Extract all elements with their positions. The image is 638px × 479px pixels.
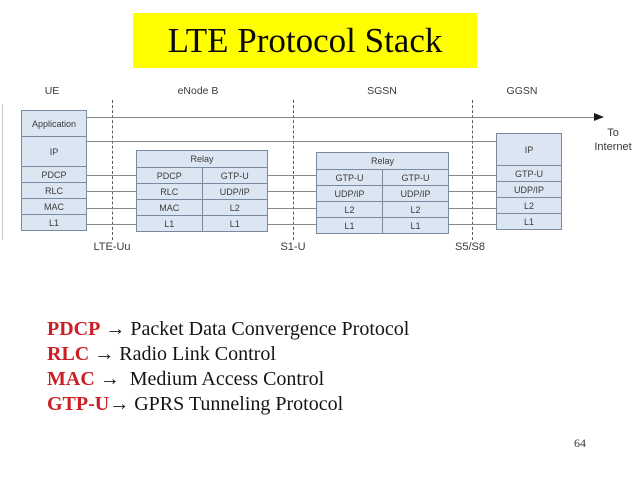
ue-layer-pdcp: PDCP — [22, 166, 86, 182]
dashed-line-s5-s8 — [472, 100, 473, 240]
connector-line — [87, 224, 136, 225]
enodeb-layer-udpip: UDP/IP — [202, 183, 267, 199]
sgsn-layer-udpip-b: UDP/IP — [383, 185, 448, 201]
definition-pdcp: PDCP → Packet Data Convergence Protocol — [47, 317, 409, 342]
sgsn-relay: Relay — [370, 156, 394, 166]
ue-layer-rlc: RLC — [22, 182, 86, 198]
enodeb-relay: Relay — [190, 154, 214, 164]
ggsn-layer-l2: L2 — [497, 197, 561, 213]
ggsn-layer-udpip: UDP/IP — [497, 181, 561, 197]
dashed-line-s1-u — [293, 100, 294, 240]
connector-line — [268, 175, 316, 176]
ue-layer-ip: IP — [22, 136, 86, 166]
enodeb-layer-pdcp: PDCP — [137, 167, 202, 183]
interface-label-s1-u: S1-U — [280, 241, 306, 253]
ue-layer-application: Application — [31, 118, 77, 129]
interface-label-lte-uu: LTE-Uu — [93, 241, 131, 253]
figure-left-edge — [2, 104, 3, 240]
acronym-definitions: PDCP → Packet Data Convergence Protocol … — [47, 317, 409, 417]
arrowhead-icon — [594, 113, 604, 121]
ip-flow-line — [87, 141, 496, 142]
sgsn-layer-gtpu: GTP-U — [317, 169, 382, 185]
node-label-sgsn: SGSN — [367, 85, 397, 97]
to-internet-label: To Internet — [594, 126, 631, 154]
acronym-gtpu: GTP-U — [47, 393, 110, 415]
definition-rlc: RLC → Radio Link Control — [47, 342, 409, 367]
connector-line — [449, 191, 496, 192]
ue-layer-mac: MAC — [22, 198, 86, 214]
connector-line — [449, 208, 496, 209]
connector-line — [449, 175, 496, 176]
to-internet-line1: To — [607, 127, 619, 139]
sgsn-layer-l1-b: L1 — [383, 217, 448, 233]
sgsn-layer-gtpu-b: GTP-U — [383, 169, 448, 185]
ggsn-layer-ip: IP — [524, 144, 534, 155]
connector-line — [87, 175, 136, 176]
definition-gtpu: GTP-U→ GPRS Tunneling Protocol — [47, 392, 409, 417]
enodeb-stack: Relay PDCP RLC MAC L1 GTP-U UDP/IP L2 L1 — [136, 150, 268, 232]
sgsn-stack: Relay GTP-U UDP/IP L2 L1 GTP-U UDP/IP L2… — [316, 152, 449, 234]
connector-line — [268, 224, 316, 225]
page-number: 64 — [574, 436, 586, 450]
enodeb-layer-rlc: RLC — [137, 183, 202, 199]
connector-line — [87, 208, 136, 209]
to-internet-line2: Internet — [594, 141, 632, 153]
acronym-mac: MAC — [47, 368, 95, 390]
interface-label-s5-s8: S5/S8 — [455, 241, 485, 253]
meaning-mac: → Medium Access Control — [94, 368, 325, 390]
ggsn-layer-l1: L1 — [497, 213, 561, 229]
enodeb-layer-l2: L2 — [202, 199, 267, 215]
title-banner: LTE Protocol Stack — [133, 13, 477, 68]
meaning-gtpu: → GPRS Tunneling Protocol — [109, 393, 344, 415]
enodeb-layer-l1: L1 — [137, 215, 202, 231]
dashed-line-lte-uu — [112, 100, 113, 240]
sgsn-layer-l2-b: L2 — [383, 201, 448, 217]
connector-line — [449, 224, 496, 225]
node-label-ue: UE — [44, 85, 60, 97]
ue-stack: Application IP PDCP RLC MAC L1 — [21, 110, 87, 231]
sgsn-layer-udpip: UDP/IP — [317, 185, 382, 201]
application-flow-line — [87, 117, 595, 118]
sgsn-layer-l2: L2 — [317, 201, 382, 217]
connector-line — [268, 208, 316, 209]
slide-title: LTE Protocol Stack — [167, 20, 443, 60]
acronym-rlc: RLC — [47, 343, 90, 365]
meaning-rlc: → Radio Link Control — [89, 343, 276, 365]
ggsn-stack: IP GTP-U UDP/IP L2 L1 — [496, 133, 562, 230]
enodeb-layer-l1b: L1 — [202, 215, 267, 231]
enodeb-layer-gtpu: GTP-U — [202, 167, 267, 183]
connector-line — [268, 191, 316, 192]
enodeb-layer-mac: MAC — [137, 199, 202, 215]
node-label-ggsn: GGSN — [506, 85, 538, 97]
ggsn-layer-gtpu: GTP-U — [497, 165, 561, 181]
definition-mac: MAC → Medium Access Control — [47, 367, 409, 392]
ue-layer-l1: L1 — [22, 214, 86, 230]
node-label-enodeb: eNode B — [177, 85, 219, 97]
sgsn-layer-l1: L1 — [317, 217, 382, 233]
meaning-pdcp: → Packet Data Convergence Protocol — [100, 318, 410, 340]
acronym-pdcp: PDCP — [47, 318, 101, 340]
connector-line — [87, 191, 136, 192]
